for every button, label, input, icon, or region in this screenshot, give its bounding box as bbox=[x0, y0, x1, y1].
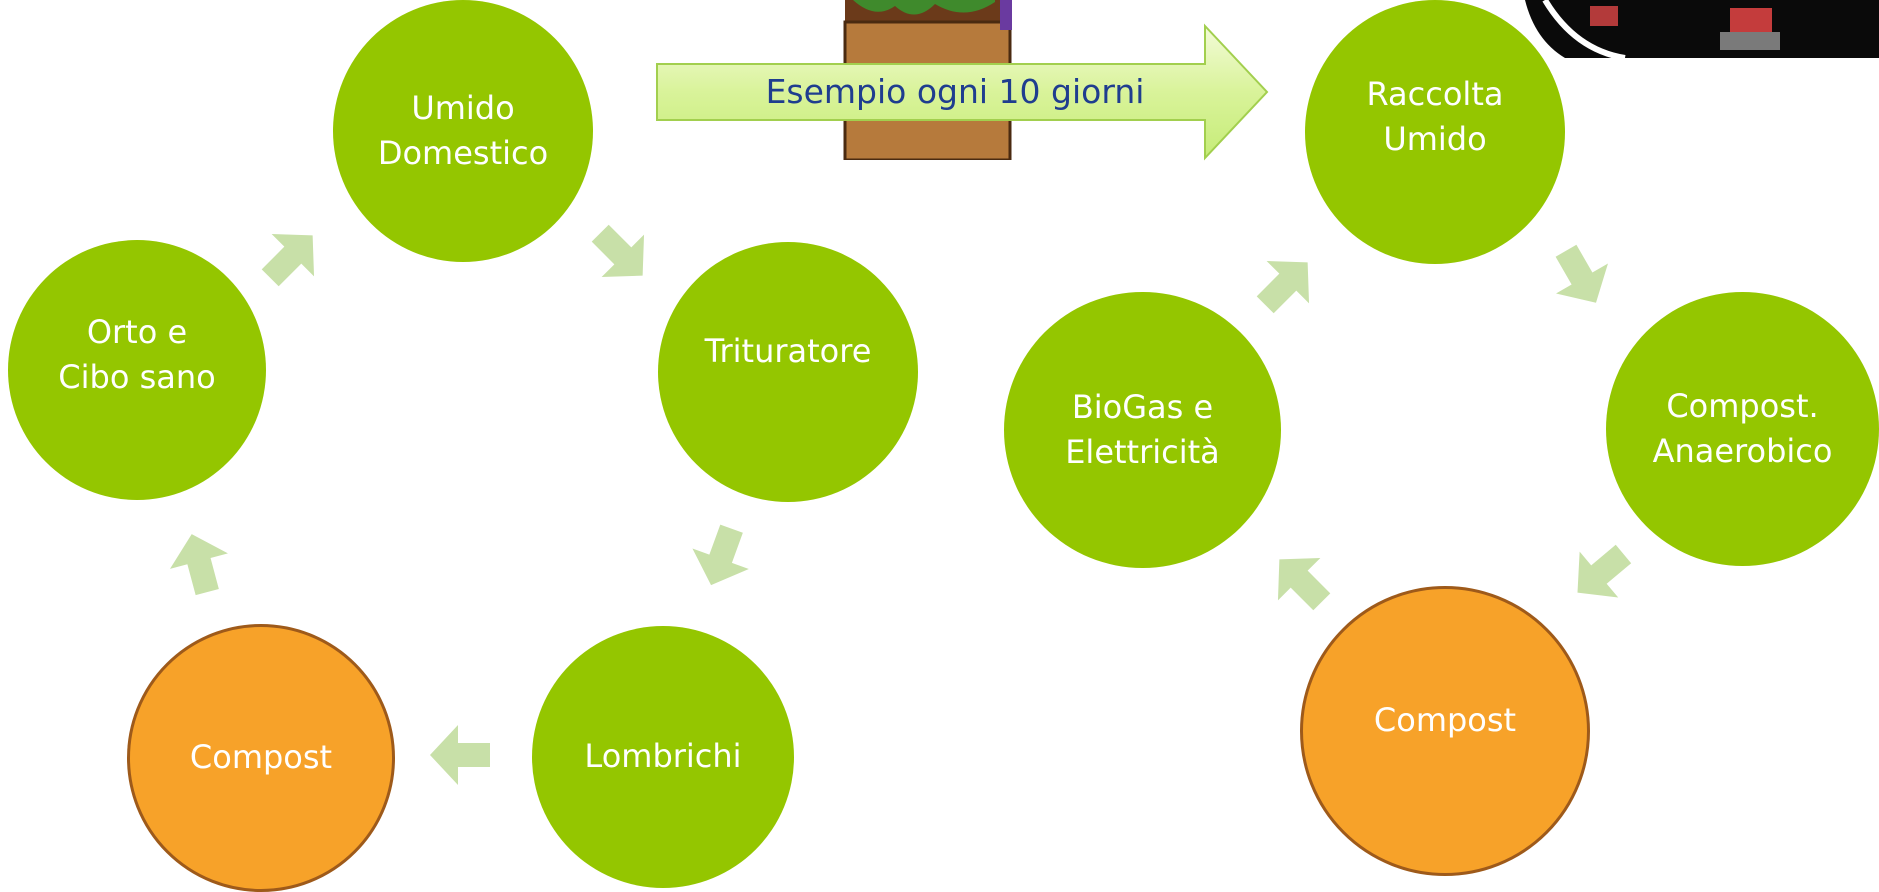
node-raccolta-umido: Raccolta Umido bbox=[1305, 0, 1565, 264]
node-compost-anaerobico: Compost. Anaerobico bbox=[1606, 292, 1879, 566]
node-label: Orto e bbox=[86, 312, 188, 351]
banner-label: Esempio ogni 10 giorni bbox=[765, 72, 1145, 111]
node-compost-left: Compost bbox=[127, 624, 395, 892]
node-label: Raccolta bbox=[1366, 74, 1504, 113]
node-label: BioGas e bbox=[1071, 387, 1214, 426]
node-label: Compost. bbox=[1666, 386, 1819, 425]
node-label: Umido bbox=[411, 88, 515, 127]
node-label: Umido bbox=[1383, 120, 1487, 158]
node-label: Compost bbox=[1373, 701, 1517, 740]
node-lombrichi: Lombrichi bbox=[532, 626, 794, 888]
banner-arrow bbox=[656, 23, 1269, 161]
node-biogas-elettricita: BioGas e Elettricità bbox=[1004, 292, 1281, 568]
node-label: Lombrichi bbox=[584, 737, 742, 776]
node-trituratore: Trituratore bbox=[658, 242, 918, 502]
node-label: Cibo sano bbox=[58, 358, 216, 396]
node-label: Elettricità bbox=[1065, 433, 1220, 471]
node-label: Trituratore bbox=[704, 332, 872, 371]
node-label: Domestico bbox=[377, 134, 549, 172]
node-label: Anaerobico bbox=[1652, 432, 1833, 470]
node-label: Compost bbox=[189, 738, 333, 777]
node-orto-cibo-sano: Orto e Cibo sano bbox=[8, 240, 266, 500]
node-umido-domestico: Umido Domestico bbox=[333, 0, 593, 262]
node-compost-right: Compost bbox=[1300, 586, 1590, 876]
dark-photo-image bbox=[1525, 0, 1879, 61]
